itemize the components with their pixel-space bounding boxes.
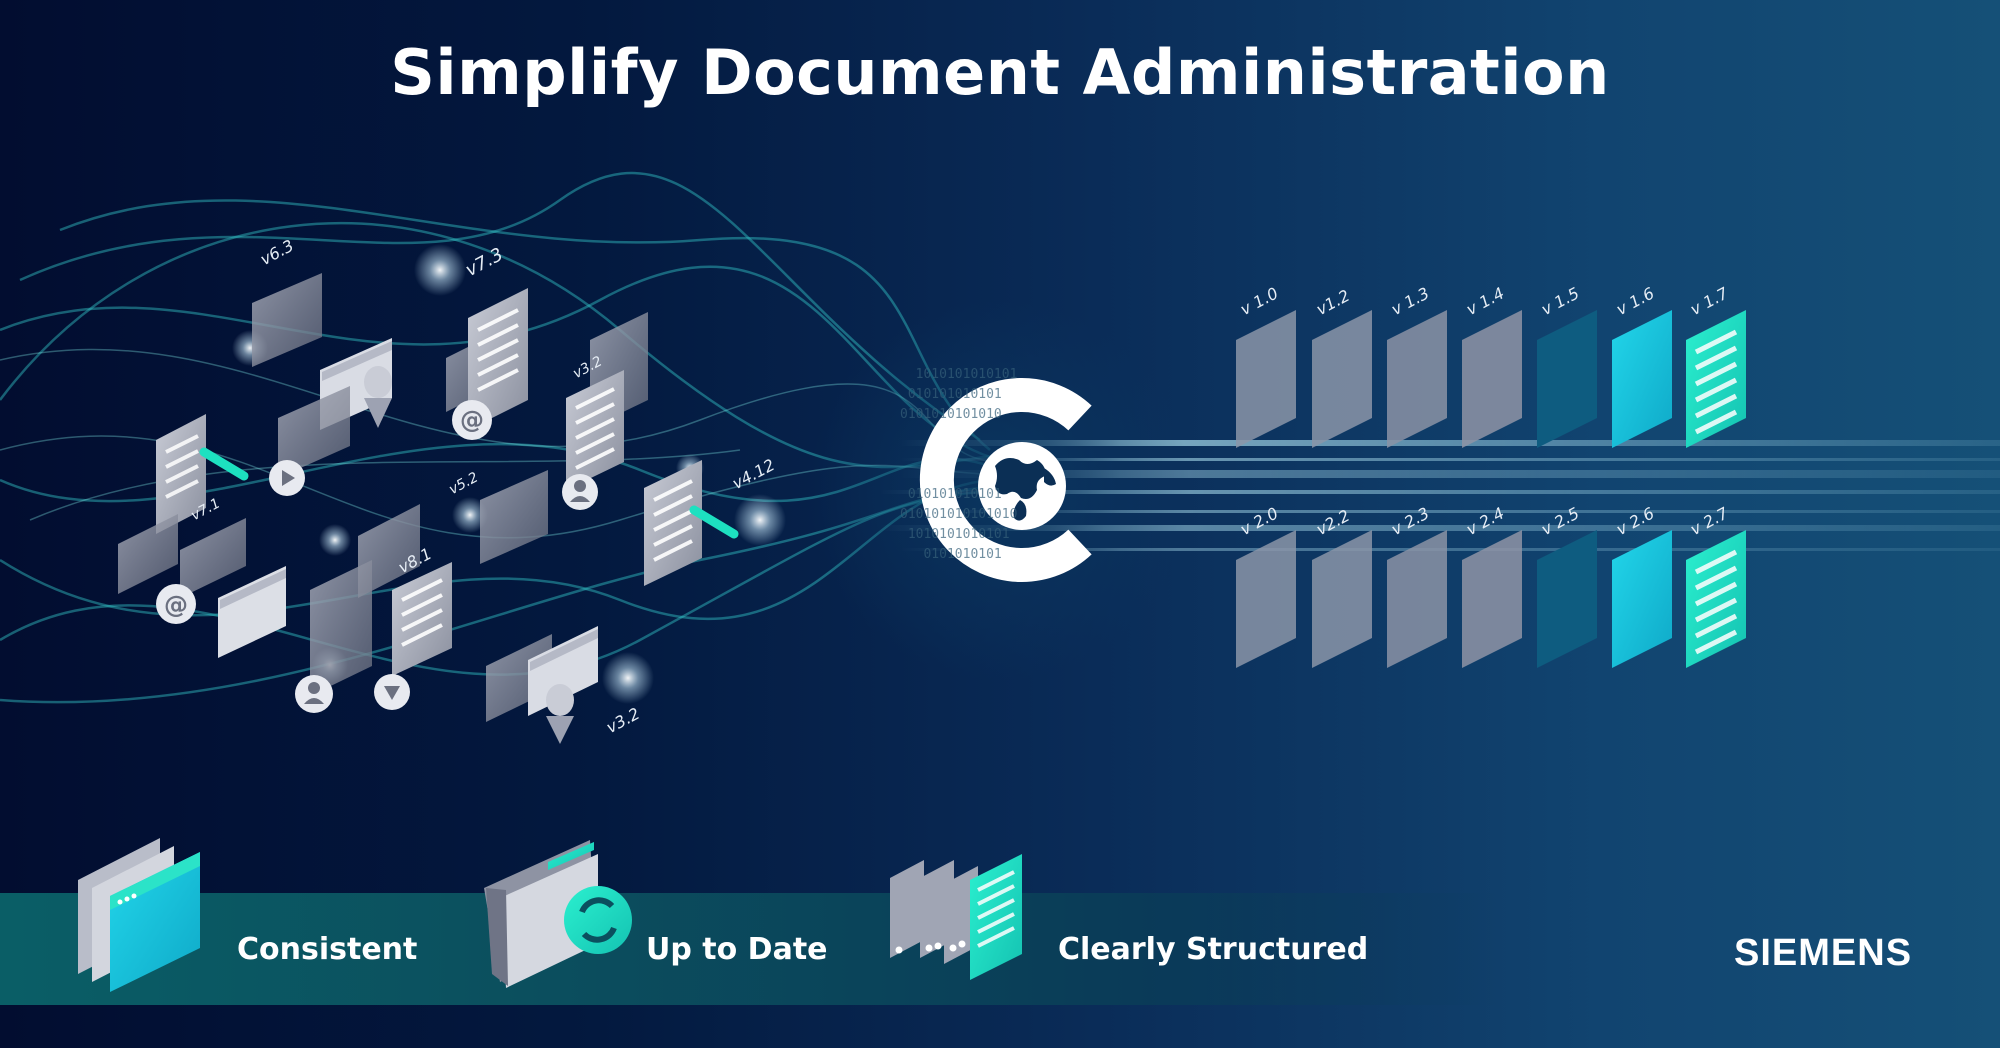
binary-stream: 1010101010101 010101010101 0101010101010… bbox=[900, 367, 1018, 562]
version-row-2 bbox=[1236, 530, 1746, 668]
globe-c-icon bbox=[919, 378, 1092, 582]
feature-up-to-date-label: Up to Date bbox=[646, 932, 828, 967]
feature-band bbox=[0, 893, 1500, 1005]
glow-spots bbox=[232, 244, 786, 704]
siemens-logo: SIEMENS bbox=[1734, 932, 1913, 974]
svg-text:@: @ bbox=[460, 406, 484, 434]
document-cloud: @ bbox=[118, 273, 739, 744]
stacked-windows-icon bbox=[78, 838, 200, 992]
svg-text:@: @ bbox=[164, 591, 188, 619]
light-beams bbox=[880, 440, 2000, 551]
feature-icons bbox=[78, 838, 1022, 992]
version-row-1 bbox=[1236, 310, 1746, 448]
structured-documents-icon bbox=[890, 854, 1022, 980]
feature-clearly-structured-label: Clearly Structured bbox=[1058, 932, 1369, 967]
folder-sync-icon bbox=[484, 840, 632, 988]
feature-consistent-label: Consistent bbox=[237, 932, 418, 967]
page-title: Simplify Document Administration bbox=[390, 36, 1610, 109]
